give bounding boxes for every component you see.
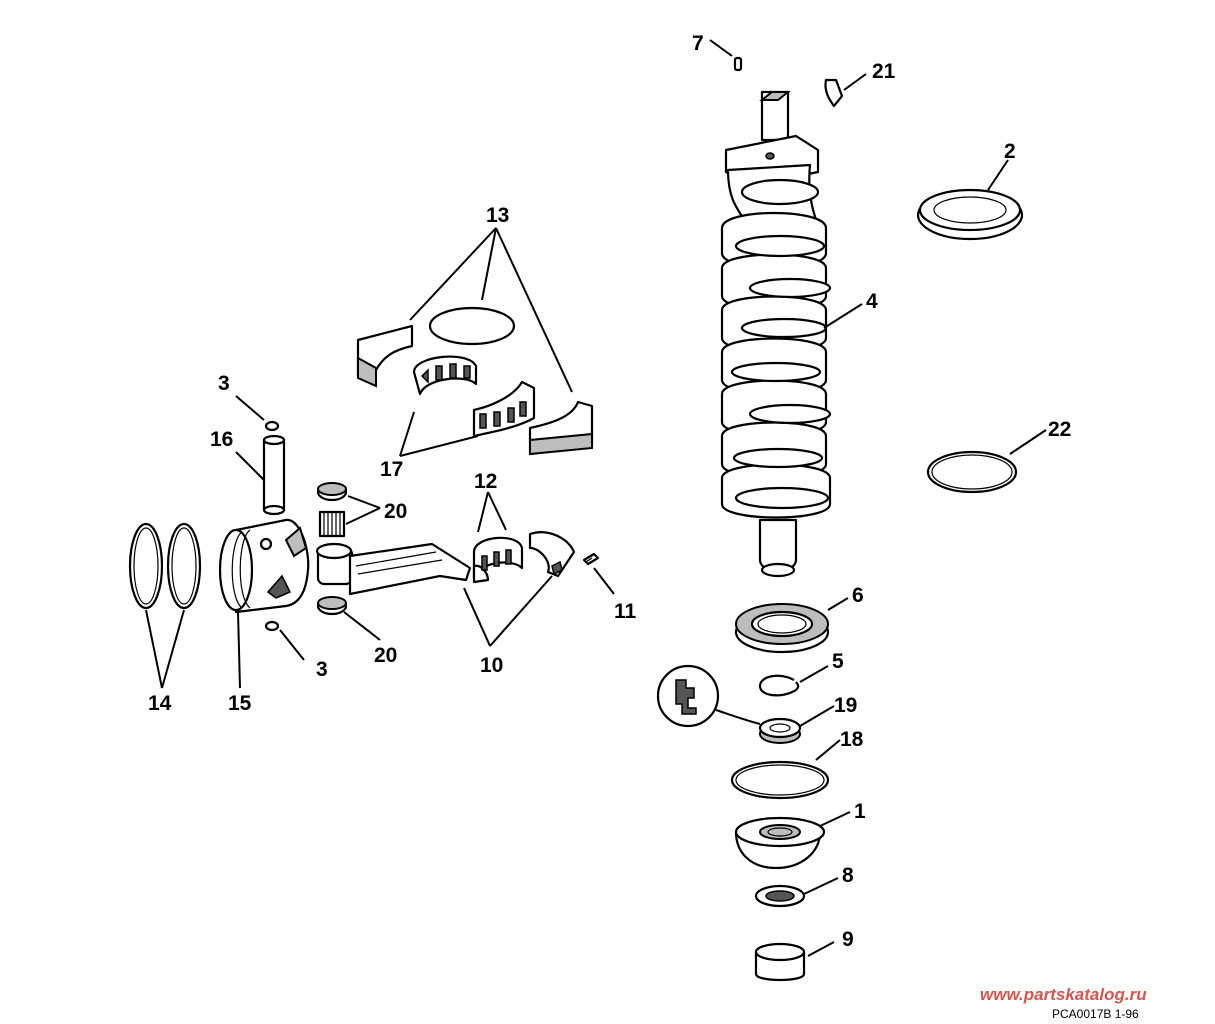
bearing-cap-20-bottom	[316, 596, 348, 616]
callout-20-top: 20	[384, 500, 407, 523]
screw-11	[582, 552, 600, 566]
callout-5: 5	[832, 650, 844, 673]
callout-4: 4	[866, 290, 878, 313]
watermark: www.partskatalog.ru	[980, 985, 1147, 1004]
leader-lines	[145, 39, 1047, 957]
callout-10: 10	[480, 654, 503, 677]
callout-14: 14	[148, 692, 172, 715]
callout-13: 13	[486, 204, 509, 227]
needle-bearing-20	[318, 510, 346, 538]
piston-ring-14a	[128, 522, 164, 610]
needle-cage-12	[472, 536, 524, 584]
callout-11: 11	[614, 600, 637, 623]
callout-15: 15	[228, 692, 252, 715]
woodruff-key-21	[824, 78, 844, 108]
seal-19	[758, 717, 802, 744]
rod-cap-10	[528, 531, 576, 578]
retaining-ring-5	[758, 674, 800, 697]
crankshaft	[720, 90, 832, 578]
seal-plate-2	[916, 188, 1024, 241]
callout-1: 1	[854, 800, 866, 823]
o-ring-22	[926, 450, 1018, 494]
callout-2: 2	[1004, 140, 1016, 163]
sealant-symbol	[656, 664, 761, 728]
retainer-ring-13	[428, 306, 516, 346]
callout-22: 22	[1048, 418, 1071, 441]
sleeve-9	[754, 942, 806, 982]
clip-3-bottom	[264, 620, 280, 632]
needle-cage-17a	[412, 355, 478, 396]
bearing-cap-20-top	[316, 482, 348, 502]
piston-pin-16	[262, 434, 286, 516]
callout-16: 16	[210, 428, 233, 451]
piston-ring-14b	[166, 522, 202, 610]
callout-3-top: 3	[218, 372, 230, 395]
clip-3-top	[264, 420, 280, 432]
bearing-liner-upper	[356, 324, 414, 388]
key-7	[733, 56, 743, 72]
callout-12: 12	[474, 470, 497, 493]
o-ring-18	[730, 760, 830, 800]
callout-18: 18	[840, 728, 864, 751]
callout-21: 21	[872, 60, 896, 83]
callout-8: 8	[842, 864, 854, 887]
callout-20-bottom: 20	[374, 644, 397, 667]
callout-17: 17	[380, 458, 403, 481]
callout-19: 19	[834, 694, 857, 717]
bearing-liner-lower	[528, 400, 594, 456]
callout-7: 7	[692, 32, 704, 55]
figure-code: PCA0017B 1-96	[1052, 1007, 1139, 1021]
piston-15	[218, 518, 310, 614]
needle-cage-17b	[472, 380, 536, 438]
ball-bearing-6	[734, 603, 830, 654]
connecting-rod	[315, 542, 472, 596]
callout-6: 6	[852, 584, 864, 607]
callout-9: 9	[842, 928, 854, 951]
lower-housing-1	[734, 816, 826, 870]
callout-3-bottom: 3	[316, 658, 328, 681]
